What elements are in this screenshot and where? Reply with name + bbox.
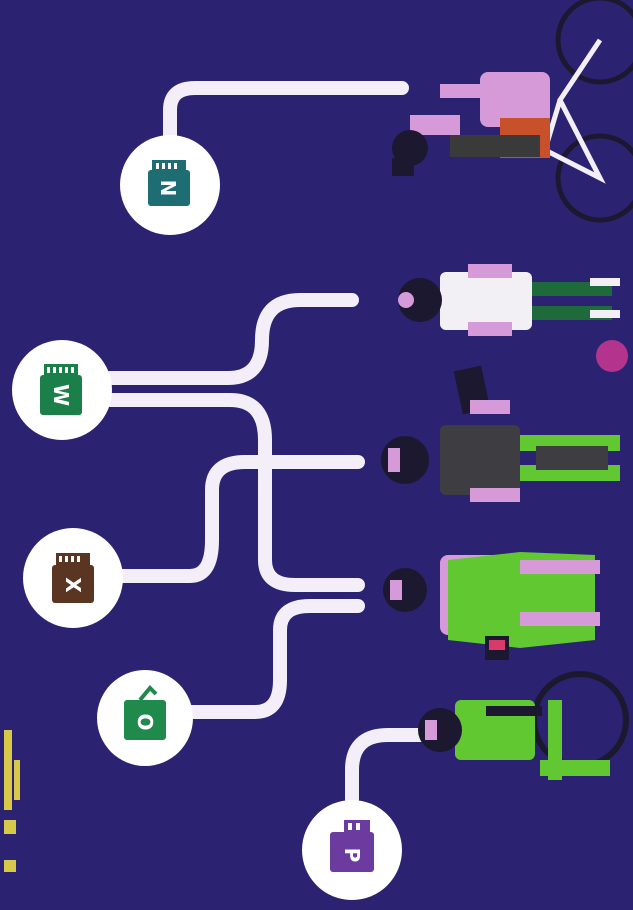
head-hair	[418, 708, 462, 752]
excel-letter: X	[61, 577, 85, 593]
basketball	[596, 340, 628, 372]
arm-lower	[468, 322, 512, 336]
head-hair	[383, 568, 427, 612]
arm-upper	[468, 264, 512, 278]
leg-1	[520, 560, 600, 574]
word-icon: W	[40, 364, 82, 415]
cyclist-arm-2	[440, 84, 480, 98]
face	[388, 448, 400, 472]
dots-column-2	[14, 760, 20, 800]
arm-down	[470, 488, 520, 502]
dots-column-1	[4, 730, 12, 810]
white-shirt	[440, 272, 532, 330]
excel-badge[interactable]: X	[23, 528, 123, 628]
word-badge[interactable]: W	[12, 340, 112, 440]
leg-2	[520, 612, 600, 626]
onenote-badge[interactable]: N	[120, 135, 220, 235]
face	[390, 580, 402, 600]
laptop	[486, 706, 542, 716]
sock-2	[590, 310, 620, 318]
onenote-letter: N	[156, 180, 180, 197]
outlook-letter: O	[133, 713, 157, 730]
grey-shirt	[440, 425, 520, 495]
excel-icon: X	[52, 553, 94, 603]
powerpoint-letter: P	[340, 848, 364, 863]
outlook-badge[interactable]: O	[97, 670, 193, 766]
dots-block-1	[4, 820, 16, 834]
dots-block-2	[4, 860, 16, 872]
lap	[548, 700, 562, 780]
powerpoint-badge[interactable]: P	[302, 800, 402, 900]
phone-screen	[489, 640, 505, 650]
onenote-icon: N	[148, 160, 190, 206]
face	[425, 720, 437, 740]
cyclist-hair	[392, 158, 414, 176]
cyclist-shorts	[450, 135, 540, 157]
sock-1	[590, 278, 620, 286]
face	[398, 292, 414, 308]
word-letter: W	[49, 384, 73, 406]
trouser-gap	[536, 446, 608, 470]
arm-laptop	[470, 400, 510, 414]
